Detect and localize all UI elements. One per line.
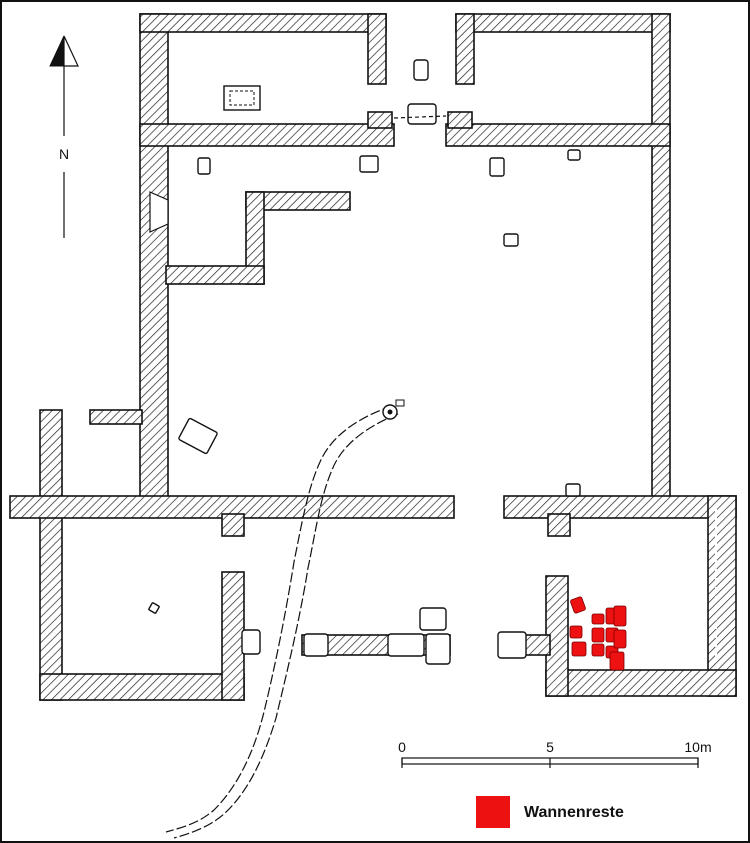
wall-inner-north-left-stub	[367, 111, 393, 129]
remains-block	[609, 651, 625, 671]
scale-label-0: 0	[398, 739, 406, 755]
stone-block	[489, 157, 505, 177]
stone-block	[503, 233, 519, 247]
stone-block	[565, 483, 581, 497]
remains-block	[613, 605, 627, 627]
stone-block	[497, 631, 527, 659]
stone-block	[178, 417, 218, 455]
wall-inner-north-right-stub	[447, 111, 473, 129]
wall-north-left	[139, 13, 387, 33]
doorway-west	[149, 191, 169, 233]
stone-block	[387, 633, 425, 657]
wall-lower-left-stub	[221, 513, 245, 537]
wall-far-west-v	[39, 409, 63, 701]
legend-label: Wannenreste	[524, 804, 624, 821]
remains-block	[591, 627, 605, 643]
feature-rectangular-inner	[229, 90, 255, 106]
scale-bar: 0 5 10m	[398, 739, 712, 768]
wall-north-left-return	[367, 13, 387, 85]
north-label: N	[59, 146, 69, 162]
remains-block	[570, 596, 586, 614]
stone-blocks	[148, 59, 581, 665]
bath-remains	[569, 596, 627, 671]
remains-block	[613, 629, 627, 649]
wall-lower-right-bottom	[545, 669, 737, 697]
wall-long-horizontal-right	[503, 495, 737, 519]
drain-edge-left	[165, 405, 393, 833]
wall-lower-right-stub	[547, 513, 571, 537]
stone-block	[413, 59, 429, 81]
wall-west-stub	[89, 409, 143, 425]
wall-internal-h-bottom	[165, 265, 265, 285]
drain-edge-right	[173, 413, 399, 839]
stone-block	[197, 157, 211, 175]
stone-block	[241, 629, 261, 655]
legend: Wannenreste	[476, 796, 624, 828]
stone-block	[567, 149, 581, 161]
stone-block	[359, 155, 379, 173]
wall-west-upper	[139, 13, 169, 500]
threshold-line	[393, 115, 447, 119]
north-arrow: N	[49, 35, 79, 238]
scale-label-10: 10m	[684, 739, 711, 755]
stone-block	[148, 602, 160, 614]
legend-swatch	[476, 796, 510, 828]
wall-inner-north-right	[445, 123, 671, 147]
drain-channel	[165, 405, 399, 839]
walls	[9, 13, 737, 701]
remains-block	[591, 643, 605, 657]
wall-north-right-return	[455, 13, 475, 85]
stone-block	[419, 607, 447, 631]
wall-lower-left-east	[221, 571, 245, 701]
stone-block	[407, 103, 437, 125]
stone-block	[425, 633, 451, 665]
wall-inner-north-left	[139, 123, 395, 147]
remains-block	[569, 625, 583, 639]
drain-head-stone	[395, 399, 405, 407]
stone-block	[303, 633, 329, 657]
wall-lower-left-bottom	[39, 673, 245, 701]
scale-label-5: 5	[546, 739, 554, 755]
wall-lower-right-east	[707, 495, 737, 697]
remains-block	[591, 613, 605, 625]
wall-north-right	[455, 13, 671, 33]
wall-east	[651, 13, 671, 501]
north-arrow-head-light	[63, 35, 79, 67]
drain-basin-center	[387, 409, 393, 415]
north-arrow-head	[49, 35, 65, 67]
remains-block	[571, 641, 587, 657]
